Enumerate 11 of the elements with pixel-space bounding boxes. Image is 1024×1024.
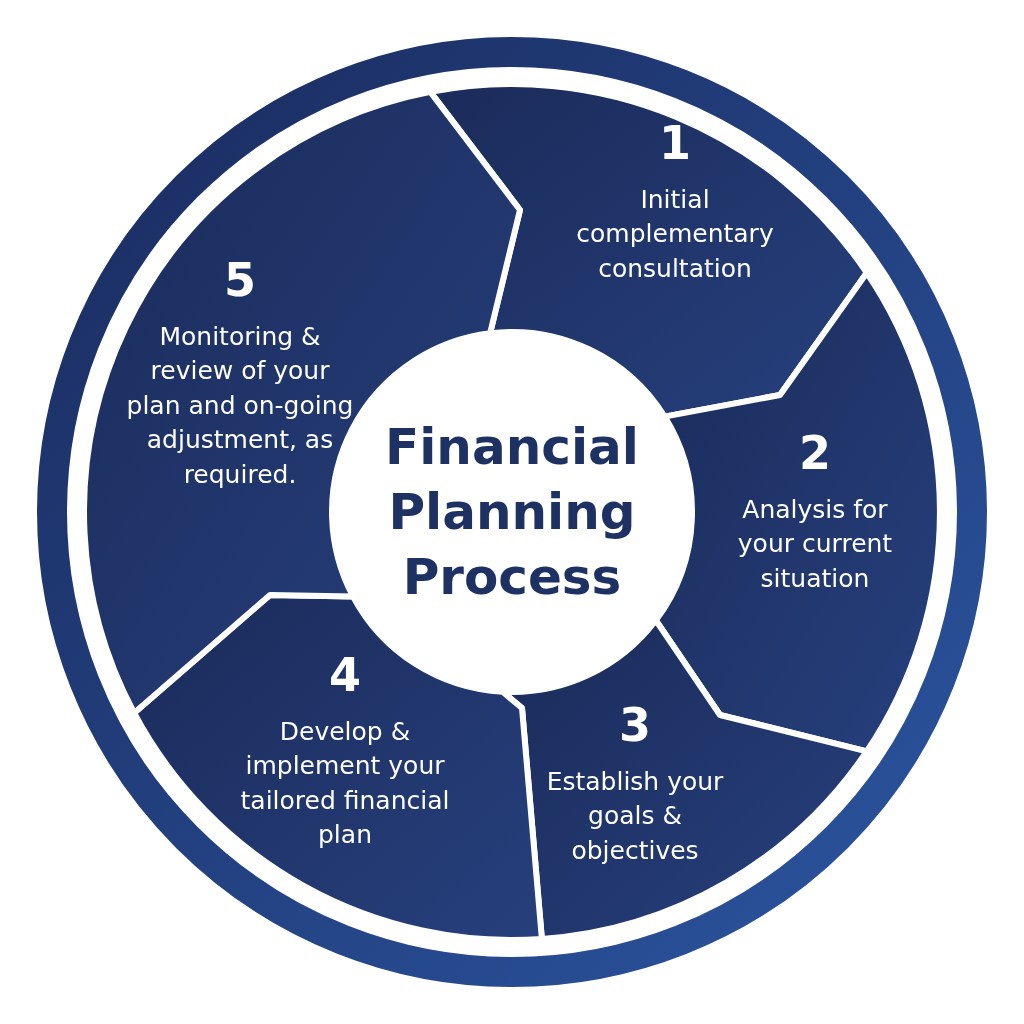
step-number: 2	[799, 428, 831, 479]
step-text: Develop & implement your tailored financial plan	[239, 715, 451, 852]
step-number: 3	[619, 700, 651, 751]
step-text: Analysis for your current situation	[736, 493, 894, 595]
step-number: 4	[329, 650, 361, 701]
step-text: Establish your goals & objectives	[545, 765, 725, 867]
step-number: 1	[659, 118, 691, 169]
step-number: 5	[224, 255, 256, 306]
center-title: Financial Planning Process	[384, 416, 640, 608]
step-text: Monitoring & review of your plan and on-going adjustment, as required.	[125, 320, 355, 491]
step-text: Initial complementary consultation	[575, 183, 775, 285]
